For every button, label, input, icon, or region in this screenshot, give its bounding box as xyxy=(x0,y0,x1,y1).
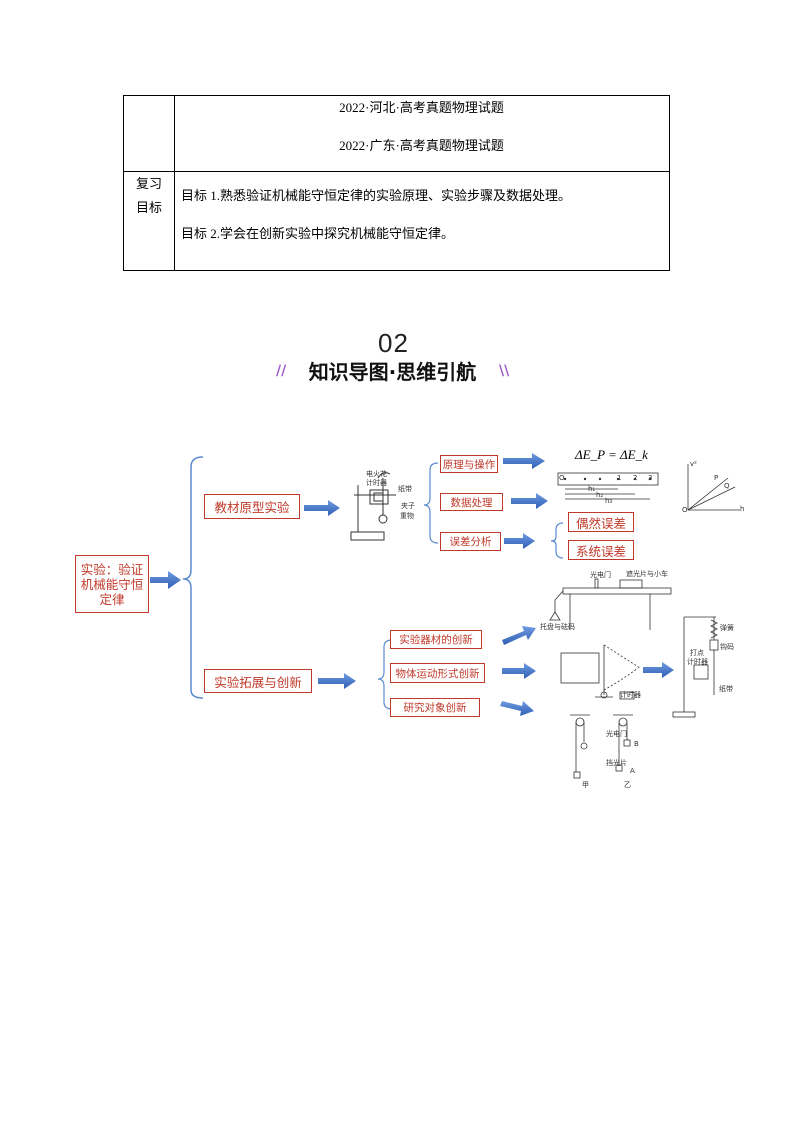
label-shade: 挡光片 xyxy=(606,759,627,767)
label-timer2: 计时器 xyxy=(366,479,387,487)
label-weight: 重物 xyxy=(400,512,414,520)
ext-equipment: 实验器材的创新 xyxy=(390,630,482,649)
item-data: 数据处理 xyxy=(440,493,503,511)
label-photogate2: 光电门 xyxy=(606,730,627,738)
label-paper: 纸带 xyxy=(719,685,733,693)
graph-origin-label: O xyxy=(682,506,688,514)
pulley-sketch-jia xyxy=(570,714,590,779)
graph-p-label: P xyxy=(714,474,719,482)
label-yi: 乙 xyxy=(624,781,631,789)
pulley-sketch-yi xyxy=(613,714,633,772)
label-hook-weight: 钩码 xyxy=(720,643,734,651)
branch-extension: 实验拓展与创新 xyxy=(204,669,312,693)
section-title: 知识导图·思维引航 xyxy=(290,359,495,385)
item-principle: 原理与操作 xyxy=(440,455,498,473)
pendulum-sketch xyxy=(560,644,641,700)
exam-item-guangdong: 2022·广东·高考真题物理试题 xyxy=(339,138,504,153)
label-shade-cart: 遮光片与小车 xyxy=(626,570,668,578)
energy-formula: ΔE_P = ΔE_k xyxy=(575,447,648,462)
apparatus-sketch xyxy=(350,472,396,541)
motion-arrow xyxy=(502,663,536,679)
extension-bracket xyxy=(377,639,393,710)
extension-arrow xyxy=(318,673,356,689)
review-goal-2: 目标 2.学会在创新实验中探究机械能守恒定律。 xyxy=(181,226,455,241)
tape-o-label: O xyxy=(559,474,565,482)
exam-item-hebei: 2022·河北·高考真题物理试题 xyxy=(339,100,504,115)
label-clip: 夹子 xyxy=(401,502,415,510)
error-bracket xyxy=(550,522,564,559)
label-photogate: 光电门 xyxy=(590,571,611,579)
table-row-divider xyxy=(124,171,669,172)
left-slash-decoration: // xyxy=(276,363,287,379)
tape-h2-label: h₂ xyxy=(596,491,604,499)
review-label-line2: 目标 xyxy=(135,200,162,215)
review-goal-1: 目标 1.熟悉验证机械能守恒定律的实验原理、实验步骤及数据处理。 xyxy=(181,188,572,203)
graph-q-label: Q xyxy=(724,482,730,490)
graph-y-label: v² xyxy=(690,460,697,468)
textbook-arrow xyxy=(304,500,340,516)
textbook-bracket xyxy=(423,462,439,544)
right-slash-decoration: \\ xyxy=(499,363,510,379)
error-systematic: 系统误差 xyxy=(568,540,634,560)
principle-arrow xyxy=(503,453,545,469)
tape-3-label: 3 xyxy=(648,474,653,482)
tape-h1-label: h₁ xyxy=(588,485,596,493)
spring-stand-sketch xyxy=(672,616,719,718)
review-label-line1: 复习 xyxy=(135,176,162,191)
track-sketch xyxy=(549,578,672,630)
label-timer-short2: 计时器 xyxy=(687,658,708,666)
label-timer: 电火花 xyxy=(366,470,387,478)
label-spring: 弹簧 xyxy=(720,624,734,632)
label-tray: 托盘与砝码 xyxy=(540,623,575,631)
ext-object: 研究对象创新 xyxy=(390,698,480,717)
label-jia: 甲 xyxy=(582,781,589,789)
tape-h3-label: h₃ xyxy=(605,497,613,505)
ext-motion: 物体运动形式创新 xyxy=(390,663,485,683)
section-number-text: 02 xyxy=(378,328,409,358)
branch-textbook: 教材原型实验 xyxy=(204,494,300,519)
table-column-divider xyxy=(174,96,175,270)
error-random: 偶然误差 xyxy=(568,512,634,532)
section-title-text: 知识导图·思维引航 xyxy=(308,360,477,384)
v2-h-graph xyxy=(687,464,740,511)
review-table: 2022·河北·高考真题物理试题 2022·广东·高考真题物理试题 复习 目标 … xyxy=(123,95,670,271)
pendulum-arrow xyxy=(643,662,674,678)
item-error: 误差分析 xyxy=(440,532,501,551)
label-b: B xyxy=(634,740,639,748)
tape-2-label: 2 xyxy=(633,474,638,482)
error-arrow xyxy=(504,533,535,549)
equipment-arrow xyxy=(502,626,536,645)
root-arrow xyxy=(150,571,181,589)
tape-1-label: 1 xyxy=(617,474,622,482)
label-a: A xyxy=(630,767,635,775)
label-tape: 纸带 xyxy=(398,485,412,493)
label-timer-short: 打点 xyxy=(690,649,704,657)
root-node: 实验：验证机械能守恒定律 xyxy=(75,555,149,613)
object-arrow xyxy=(500,701,534,716)
label-timer-device: 计时器 xyxy=(620,691,641,699)
graph-x-label: h xyxy=(740,505,745,513)
data-arrow xyxy=(511,493,548,509)
main-bracket xyxy=(182,456,204,699)
tape-sketch xyxy=(557,472,659,500)
